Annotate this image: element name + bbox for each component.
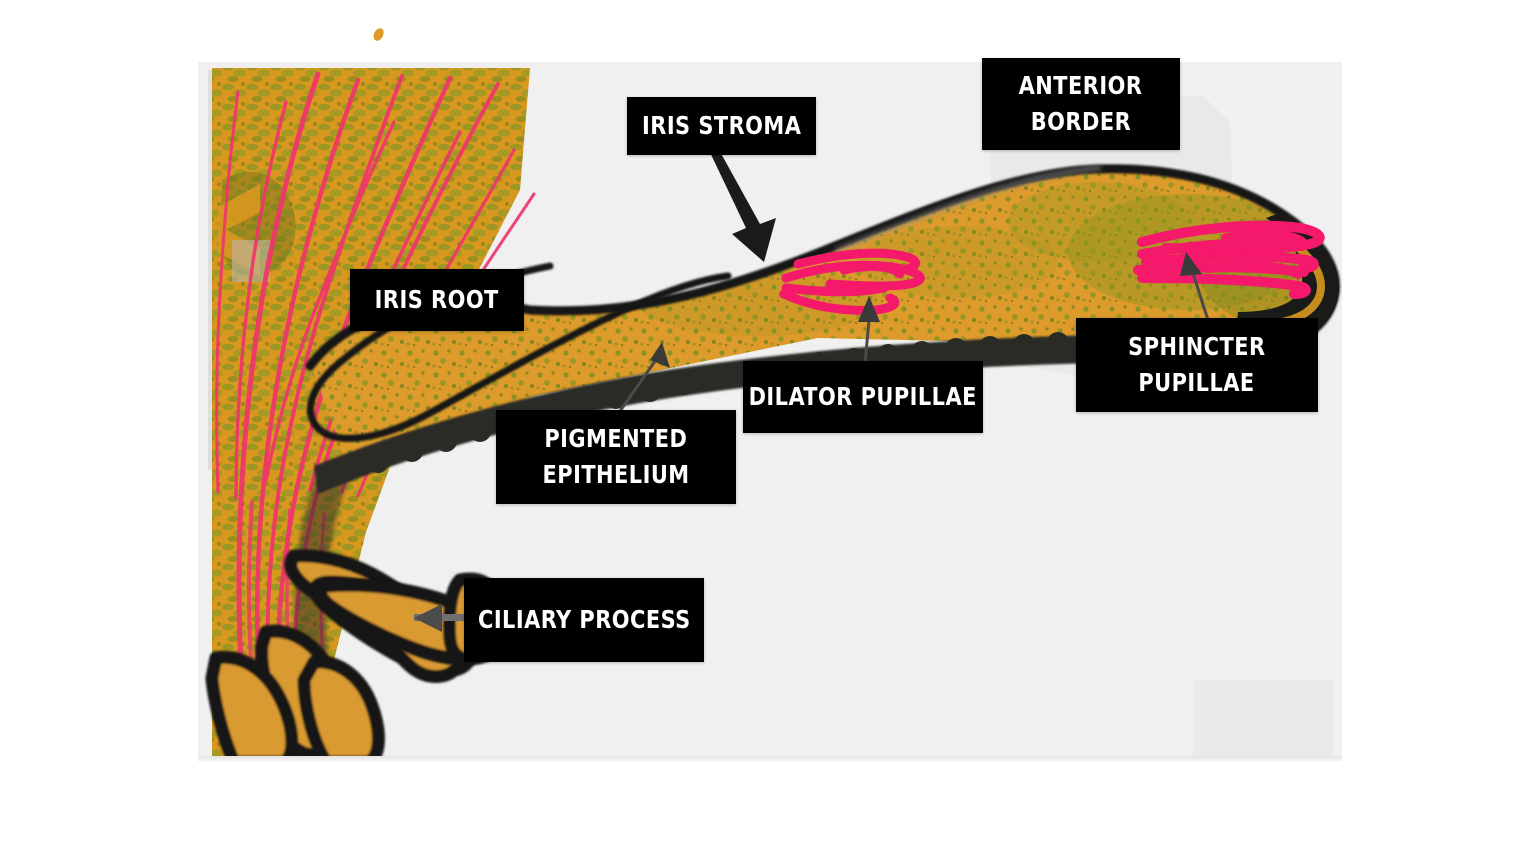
label-sphincter-pupillae[interactable]: SPHINCTER PUPILLAE xyxy=(1076,318,1318,412)
label-dilator-pupillae[interactable]: DILATOR PUPILLAE xyxy=(743,361,983,433)
pigmented-epithelium-leader xyxy=(616,353,662,415)
anatomy-illustration xyxy=(205,68,1340,762)
label-iris-stroma[interactable]: IRIS STROMA xyxy=(627,97,816,155)
label-ciliary-process-line-1: CILIARY PROCESS xyxy=(477,604,691,634)
label-sphincter-pupillae-line-1: SPHINCTER xyxy=(1128,331,1266,361)
canvas-bottom-shadow xyxy=(198,756,1342,762)
label-anterior-border-line-1: ANTERIOR xyxy=(1019,70,1143,100)
drawing-canvas xyxy=(198,62,1342,762)
label-iris-root[interactable]: IRIS ROOT xyxy=(350,269,524,331)
sphincter-pupillae-arrowhead xyxy=(1180,252,1202,276)
stray-ink-dot xyxy=(372,26,385,43)
label-pigmented-epithelium-line-2: EPITHELIUM xyxy=(542,460,690,489)
label-pigmented-epithelium-line-1: PIGMENTED xyxy=(544,423,688,453)
ciliary-processes xyxy=(205,549,506,762)
label-anterior-border[interactable]: ANTERIOR BORDER xyxy=(982,58,1180,150)
label-dilator-pupillae-line-1: DILATOR PUPILLAE xyxy=(748,381,978,411)
pigmented-epithelium-arrowhead xyxy=(650,342,670,368)
dilator-pupillae-arrowhead xyxy=(858,296,880,322)
dilator-pupillae-fibers xyxy=(779,248,925,315)
label-pigmented-epithelium[interactable]: PIGMENTED EPITHELIUM xyxy=(496,410,736,504)
ciliary-process-arrow xyxy=(414,604,476,632)
label-iris-stroma-line-1: IRIS STROMA xyxy=(641,110,802,140)
sphincter-pupillae-fibers xyxy=(1133,220,1325,299)
label-anterior-border-line-2: BORDER xyxy=(1030,107,1132,136)
label-sphincter-pupillae-line-2: PUPILLAE xyxy=(1138,368,1256,397)
label-iris-root-line-1: IRIS ROOT xyxy=(374,284,500,314)
iris-stroma-arrow xyxy=(706,144,776,262)
label-ciliary-process[interactable]: CILIARY PROCESS xyxy=(464,578,704,662)
